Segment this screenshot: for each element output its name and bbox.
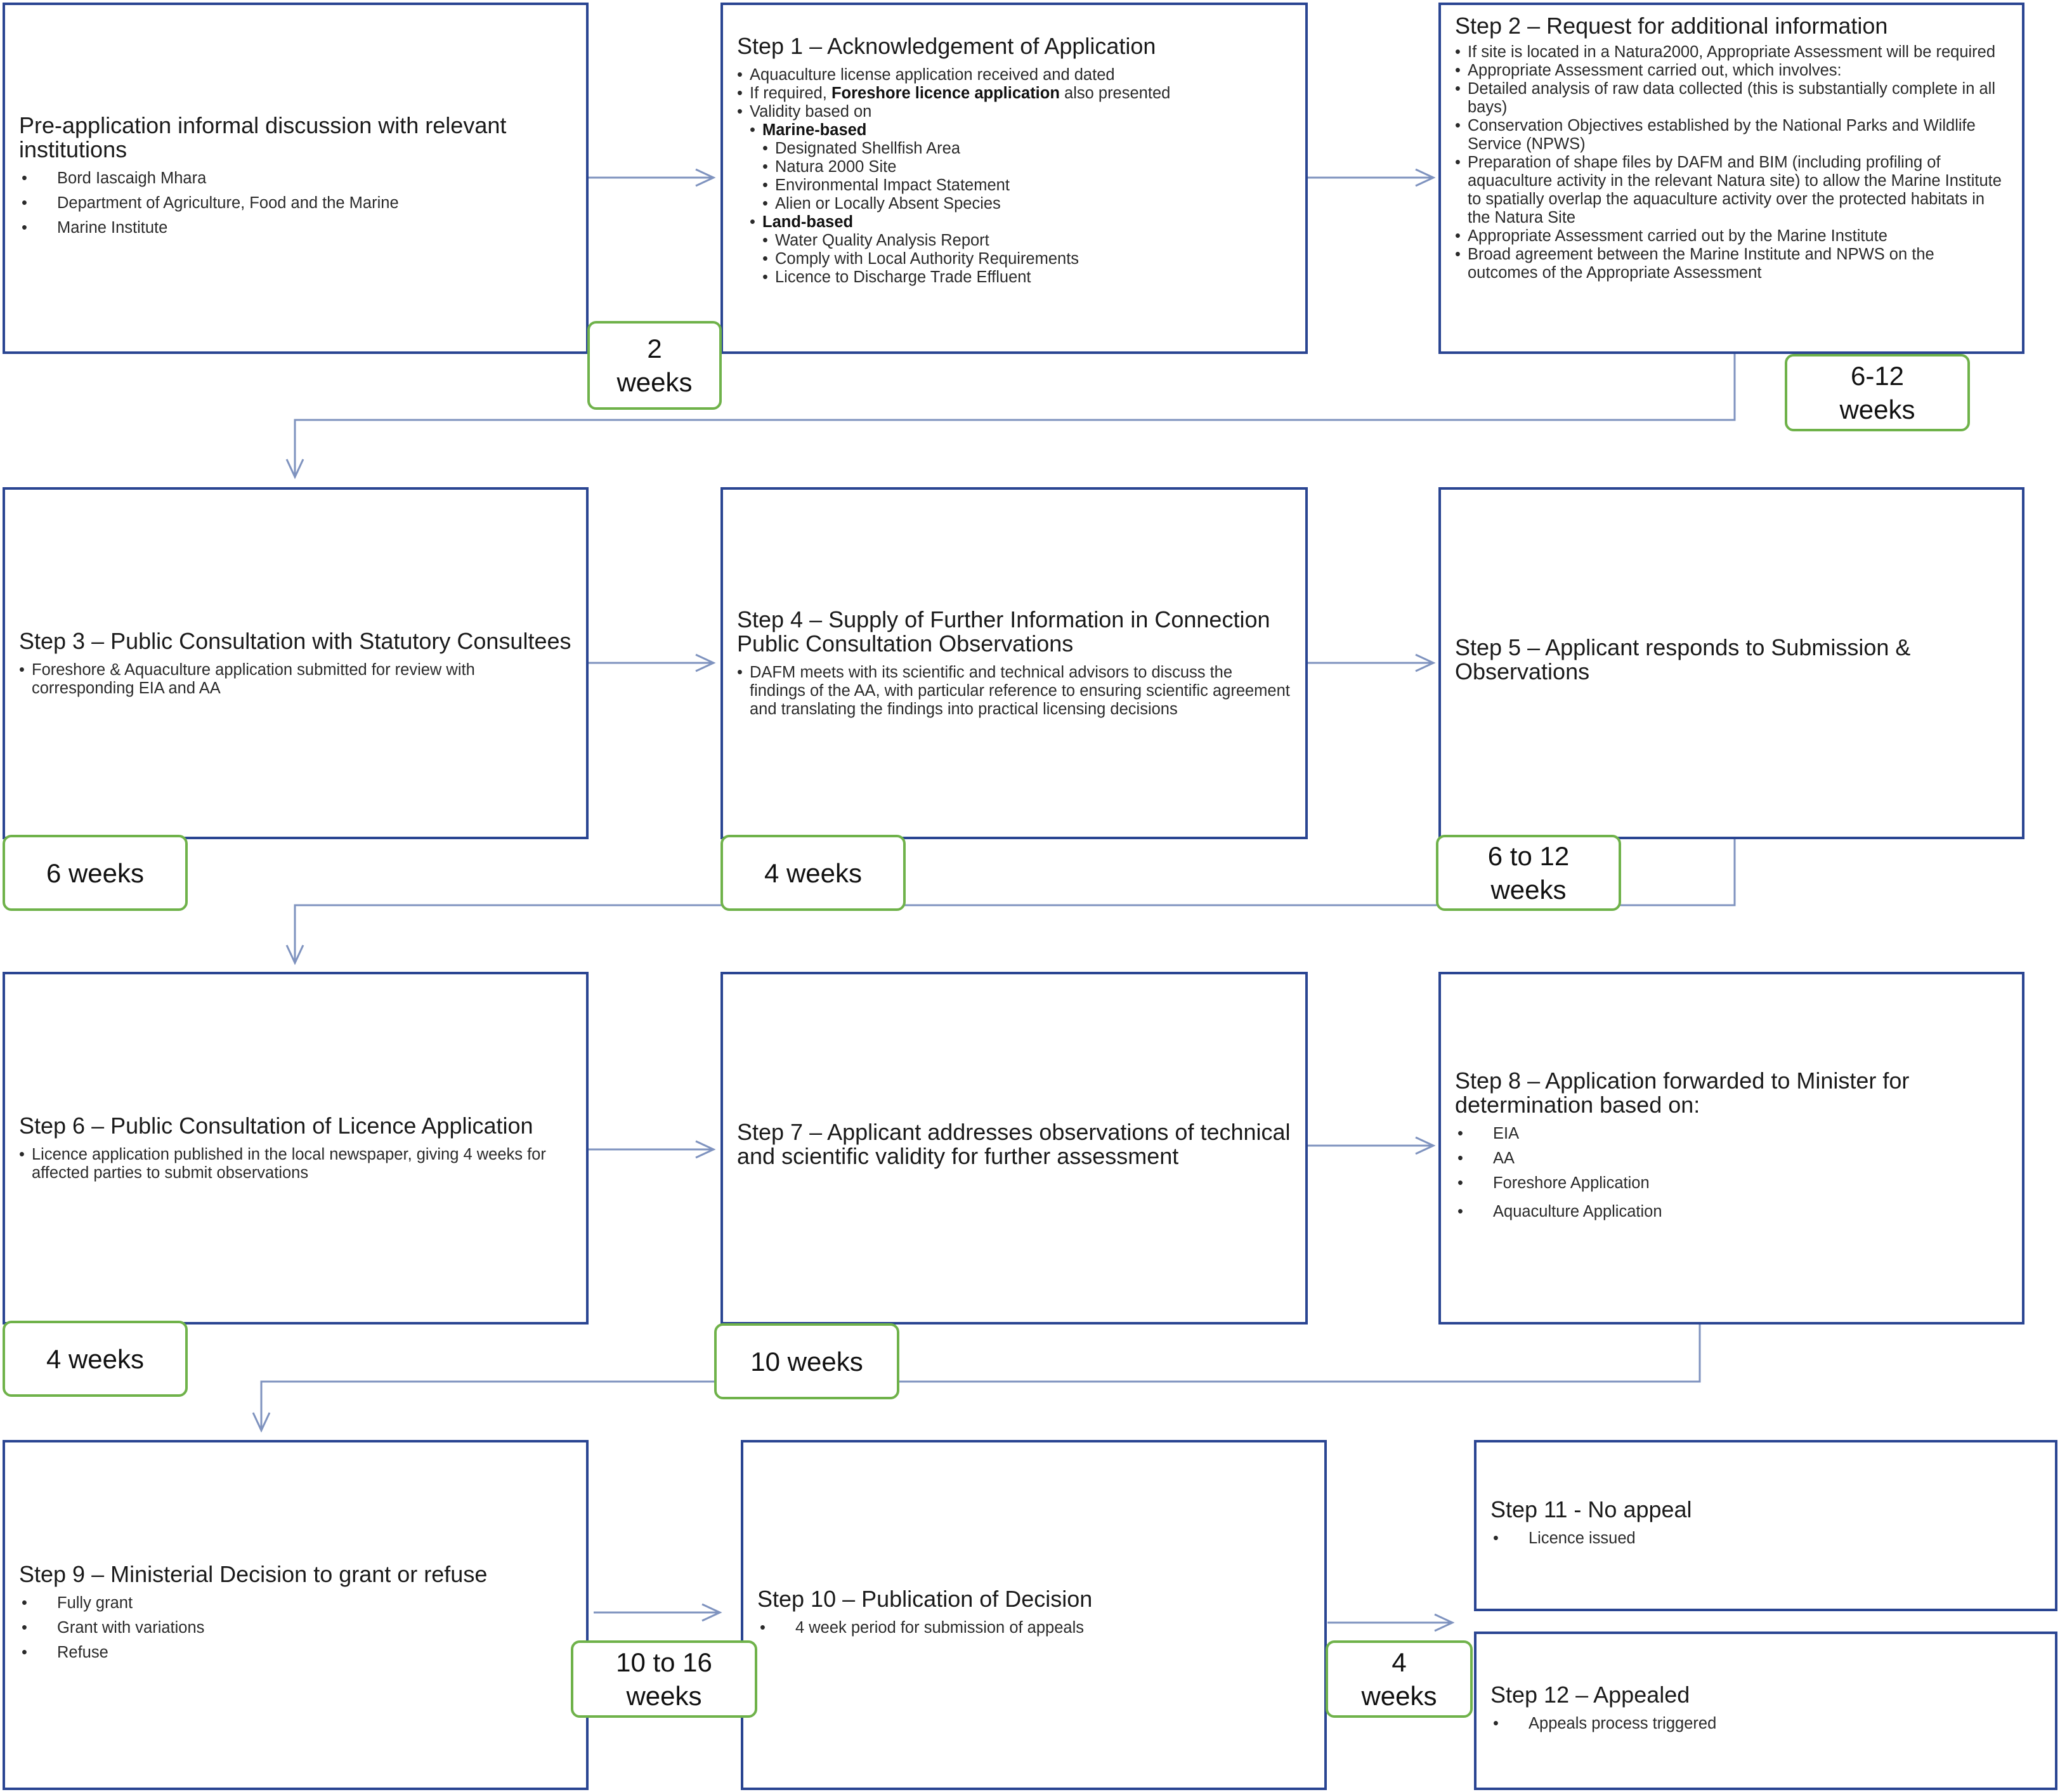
marine-based-label: Marine-based	[762, 121, 867, 139]
list-item: Department of Agriculture, Food and the …	[19, 194, 572, 213]
step2-list: If site is located in a Natura2000, Appr…	[1455, 43, 2008, 282]
arrow-step5-to-step6	[285, 839, 1736, 965]
list-item: If required, Foreshore licence applicati…	[737, 84, 1291, 103]
list-item: Marine-based	[737, 121, 1291, 140]
duration-badge-step5: 6 to 12 weeks	[1436, 835, 1621, 911]
list-item: EIA	[1455, 1125, 2008, 1143]
step12-box: Step 12 – Appealed Appeals process trigg…	[1474, 1632, 2057, 1790]
step3-title: Step 3 – Public Consultation with Statut…	[19, 627, 571, 654]
land-based-label: Land-based	[762, 213, 854, 231]
list-item: DAFM meets with its scientific and techn…	[737, 664, 1291, 719]
step12-title: Step 12 – Appealed	[1490, 1681, 1690, 1708]
list-item: Appeals process triggered	[1490, 1715, 2041, 1733]
step11-box: Step 11 - No appeal Licence issued	[1474, 1440, 2057, 1611]
list-item: Appropriate Assessment carried out, whic…	[1455, 62, 2008, 80]
duration-badge-step7: 10 weeks	[714, 1323, 899, 1399]
step10-box: Step 10 – Publication of Decision 4 week…	[741, 1440, 1327, 1790]
pre-application-box: Pre-application informal discussion with…	[3, 3, 589, 354]
list-item: Detailed analysis of raw data collected …	[1455, 80, 2008, 117]
step3-list: Foreshore & Aquaculture application subm…	[19, 661, 572, 698]
step10-title: Step 10 – Publication of Decision	[757, 1585, 1093, 1612]
list-item-text: If required,	[750, 84, 831, 102]
duration-badge-step6: 4 weeks	[3, 1321, 188, 1397]
list-item: Fully grant	[19, 1594, 572, 1612]
step6-title: Step 6 – Public Consultation of Licence …	[19, 1113, 533, 1139]
list-item: Land-based	[737, 213, 1291, 232]
list-item: Conservation Objectives established by t…	[1455, 117, 2008, 154]
list-item: Water Quality Analysis Report	[737, 232, 1291, 250]
step7-box: Step 7 – Applicant addresses observation…	[720, 972, 1308, 1324]
list-item: Natura 2000 Site	[737, 158, 1291, 176]
list-item: Designated Shellfish Area	[737, 140, 1291, 158]
list-item: 4 week period for submission of appeals	[757, 1619, 1310, 1637]
list-item: Preparation of shape files by DAFM and B…	[1455, 154, 2008, 227]
step4-box: Step 4 – Supply of Further Information i…	[720, 487, 1308, 839]
step8-list: EIA AA Foreshore Application Aquaculture…	[1455, 1125, 2008, 1227]
step8-title: Step 8 – Application forwarded to Minist…	[1455, 1068, 1910, 1118]
list-item: Aquaculture license application received…	[737, 66, 1291, 84]
list-item: Licence application published in the loc…	[19, 1146, 572, 1182]
step1-box: Step 1 – Acknowledgement of Application …	[720, 3, 1308, 354]
list-item: Comply with Local Authority Requirements	[737, 250, 1291, 268]
step10-list: 4 week period for submission of appeals	[757, 1619, 1310, 1644]
step6-box: Step 6 – Public Consultation of Licence …	[3, 972, 589, 1324]
duration-badge-step1: 2 weeks	[587, 321, 722, 410]
duration-badge-step4: 4 weeks	[720, 835, 906, 911]
step6-list: Licence application published in the loc…	[19, 1146, 572, 1182]
step7-title: Step 7 – Applicant addresses observation…	[737, 1119, 1291, 1169]
step11-title: Step 11 - No appeal	[1490, 1496, 1692, 1522]
list-item: Foreshore Application	[1455, 1174, 2008, 1193]
list-item: AA	[1455, 1149, 2008, 1168]
duration-badge-step3: 6 weeks	[3, 835, 188, 911]
list-item: Environmental Impact Statement	[737, 176, 1291, 195]
step2-box: Step 2 – Request for additional informat…	[1438, 3, 2024, 354]
step8-box: Step 8 – Application forwarded to Minist…	[1438, 972, 2024, 1324]
pre-application-title: Pre-application informal discussion with…	[19, 112, 507, 162]
duration-badge-step9: 10 to 16 weeks	[571, 1640, 757, 1718]
step11-list: Licence issued	[1490, 1529, 2041, 1554]
list-item: Foreshore & Aquaculture application subm…	[19, 661, 572, 698]
list-item: Refuse	[19, 1644, 572, 1662]
arrow-step8-to-step9	[252, 1324, 1701, 1433]
step3-box: Step 3 – Public Consultation with Statut…	[3, 487, 589, 839]
list-item: Aquaculture Application	[1455, 1203, 2008, 1221]
step9-list: Fully grant Grant with variations Refuse	[19, 1594, 572, 1668]
list-item-bold: Foreshore licence application	[831, 84, 1060, 102]
list-item: Licence issued	[1490, 1529, 2041, 1548]
arrow-step2-to-step3	[285, 354, 1736, 480]
duration-badge-step2: 6-12 weeks	[1785, 354, 1970, 431]
step2-title: Step 2 – Request for additional informat…	[1455, 13, 1888, 39]
list-item-text: also presented	[1059, 84, 1171, 102]
list-item: Validity based on	[737, 103, 1291, 121]
step4-title: Step 4 – Supply of Further Information i…	[737, 606, 1270, 657]
step1-list: Aquaculture license application received…	[737, 66, 1291, 287]
step5-title: Step 5 – Applicant responds to Submissio…	[1455, 634, 1911, 684]
duration-badge-step10: 4 weeks	[1326, 1640, 1473, 1718]
list-item: Broad agreement between the Marine Insti…	[1455, 245, 2008, 282]
pre-application-list: Bord Iascaigh Mhara Department of Agricu…	[19, 169, 572, 244]
list-item: Grant with variations	[19, 1619, 572, 1637]
list-item: Bord Iascaigh Mhara	[19, 169, 572, 188]
list-item: Appropriate Assessment carried out by th…	[1455, 227, 2008, 245]
step1-title: Step 1 – Acknowledgement of Application	[737, 33, 1156, 59]
step5-box: Step 5 – Applicant responds to Submissio…	[1438, 487, 2024, 839]
step12-list: Appeals process triggered	[1490, 1715, 2041, 1739]
list-item: Alien or Locally Absent Species	[737, 195, 1291, 213]
step4-list: DAFM meets with its scientific and techn…	[737, 664, 1291, 719]
list-item: Licence to Discharge Trade Effluent	[737, 268, 1291, 287]
step9-box: Step 9 – Ministerial Decision to grant o…	[3, 1440, 589, 1790]
step9-title: Step 9 – Ministerial Decision to grant o…	[19, 1560, 488, 1587]
list-item: Marine Institute	[19, 219, 572, 237]
list-item: If site is located in a Natura2000, Appr…	[1455, 43, 2008, 62]
